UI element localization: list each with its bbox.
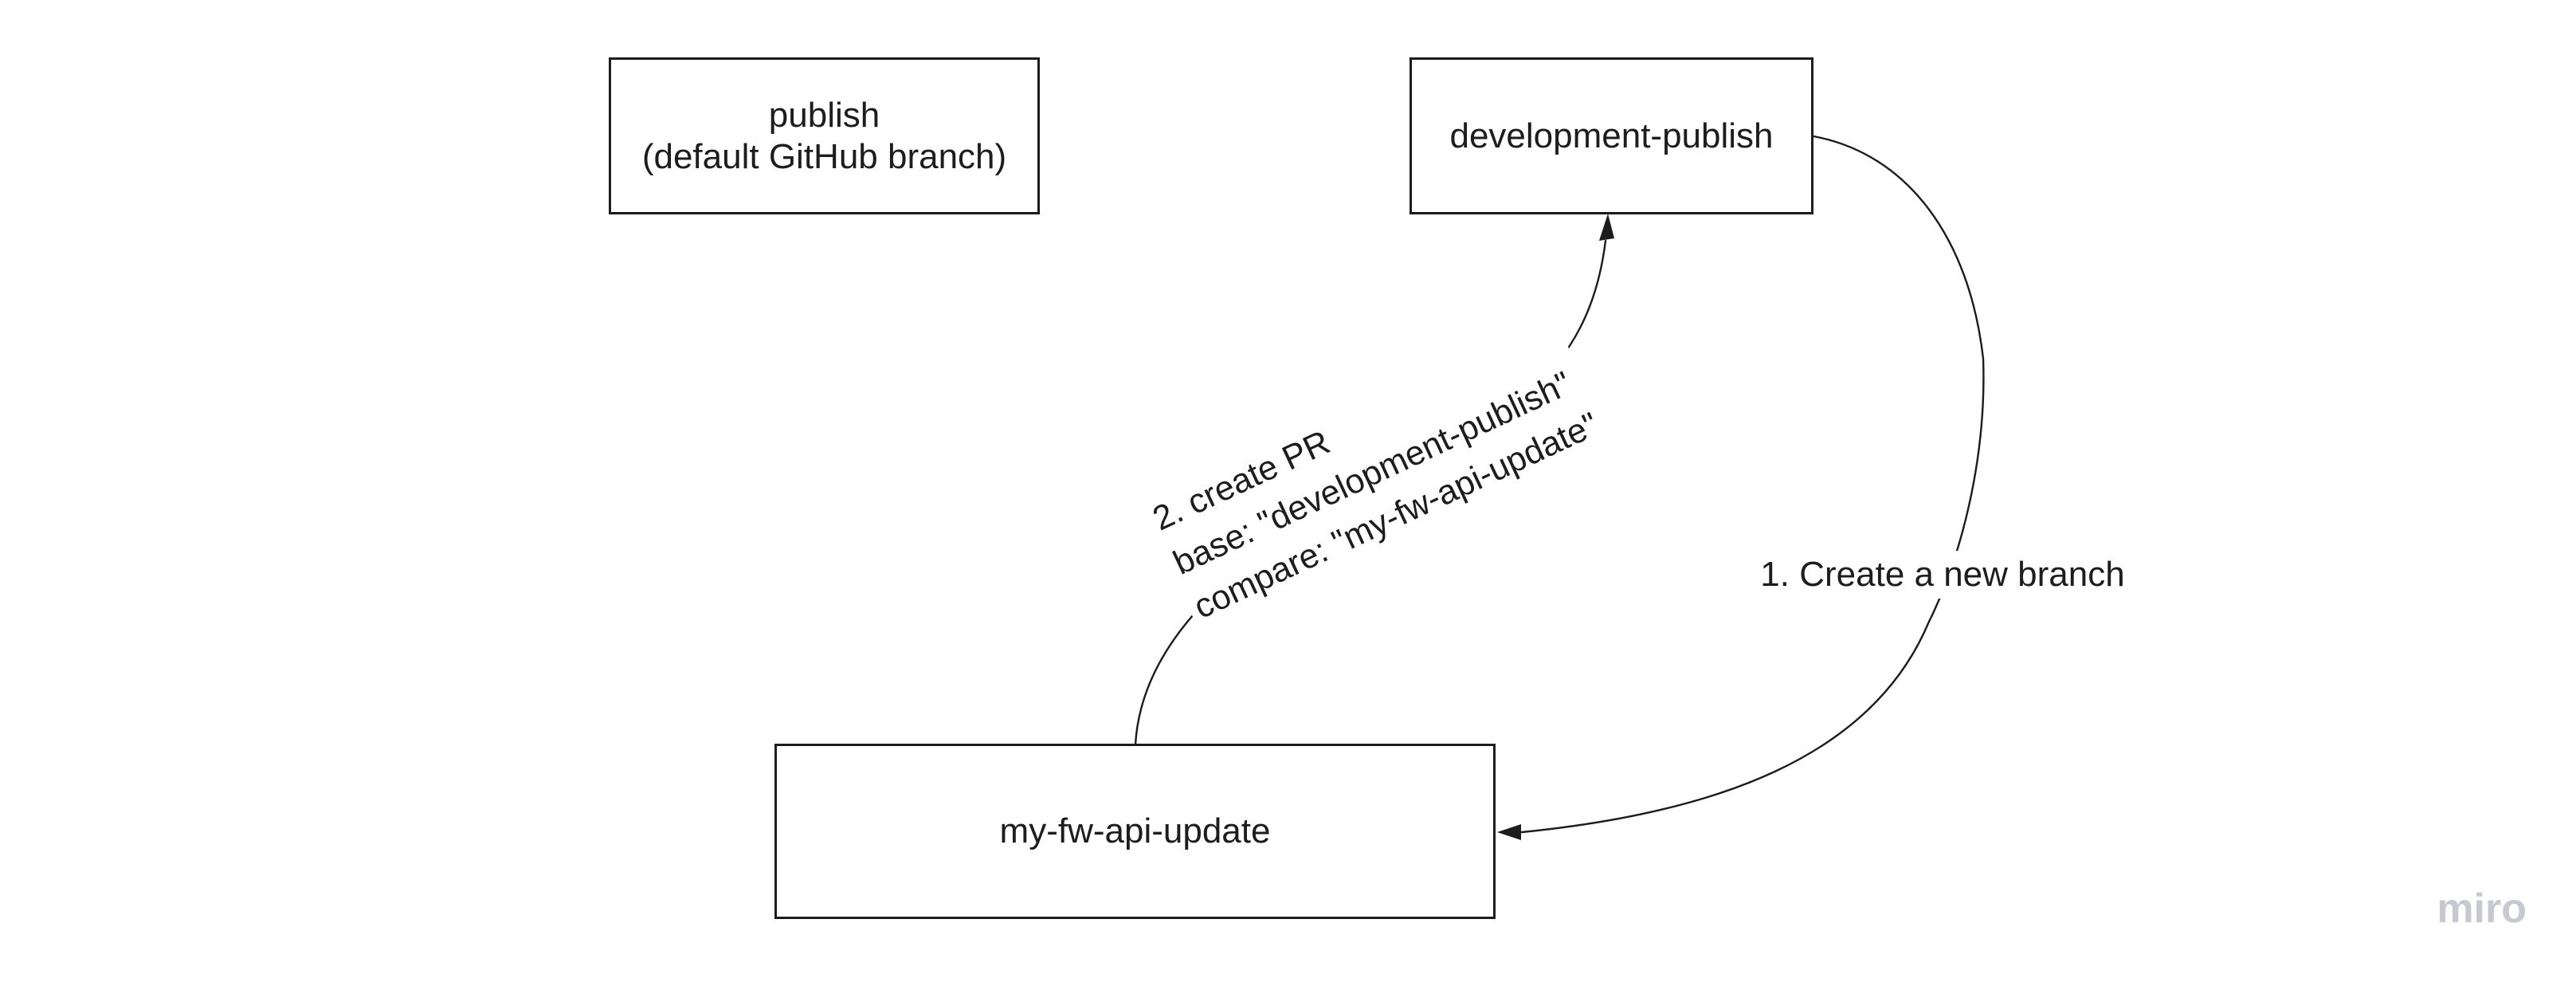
connector-label-create-branch[interactable]: 1. Create a new branch [1749, 551, 2136, 599]
connector-create-branch-arrowhead [1497, 824, 1521, 840]
node-development-publish[interactable]: development-publish [1410, 57, 1813, 214]
node-development-publish-label: development-publish [1449, 116, 1774, 155]
node-publish-label-line1: publish [768, 95, 880, 135]
node-my-fw-api-update-label: my-fw-api-update [999, 811, 1271, 850]
node-publish[interactable]: publish (default GitHub branch) [609, 57, 1040, 214]
miro-logo: miro [2437, 886, 2527, 932]
connector-create-pr-arrowhead [1599, 214, 1614, 241]
connector-create-branch[interactable] [1520, 135, 1985, 834]
node-publish-label-line2: (default GitHub branch) [641, 136, 1007, 176]
node-my-fw-api-update[interactable]: my-fw-api-update [774, 744, 1496, 919]
